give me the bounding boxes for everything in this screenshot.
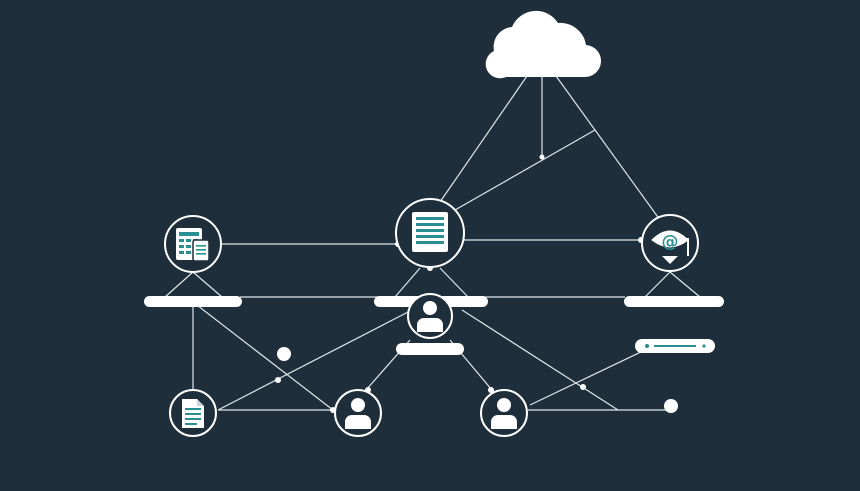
dot-junction-1 xyxy=(539,154,545,160)
node-document-center xyxy=(395,198,465,268)
edge-cloud-doc xyxy=(439,75,528,203)
bars xyxy=(144,296,724,355)
bar-left xyxy=(144,296,242,307)
node-user-top xyxy=(407,293,453,339)
node-user-bottom-right xyxy=(480,389,528,437)
edge-cloud-email xyxy=(555,75,661,221)
edge-sheet-bar-r xyxy=(192,271,223,298)
node-file-bottom xyxy=(169,389,217,437)
user-icon xyxy=(491,398,517,429)
cloud-icon xyxy=(485,10,602,79)
user-icon xyxy=(345,398,371,429)
node-user-bottom-left xyxy=(334,389,382,437)
edge-sheet-junction xyxy=(192,301,334,411)
edge-junction-doc xyxy=(454,129,596,211)
spreadsheet-icon xyxy=(176,228,210,262)
dots xyxy=(275,154,678,413)
pill-status xyxy=(635,339,715,353)
bar-right xyxy=(624,296,724,307)
dot-right xyxy=(664,399,678,413)
pill-status-line xyxy=(654,345,696,347)
bar-under-user xyxy=(396,343,464,355)
dot-junction-8 xyxy=(488,387,494,393)
user-icon xyxy=(417,301,443,332)
dot-float xyxy=(277,347,291,361)
edge-email-bar-r xyxy=(669,271,701,298)
edge-email-bar-l xyxy=(644,271,671,298)
email-at-symbol: @ xyxy=(662,232,679,252)
dot-junction-5 xyxy=(275,377,281,383)
email-at-icon: @ xyxy=(651,230,689,264)
edge-file-junction xyxy=(217,311,409,411)
edge-center-right xyxy=(461,309,619,411)
edge-sheet-bar-l xyxy=(164,271,194,298)
dot-junction-9 xyxy=(580,384,586,390)
edge-userR-pill xyxy=(529,349,646,406)
pill-status-dot-1 xyxy=(645,344,649,348)
node-email: @ xyxy=(641,214,699,272)
edge-doc-bar-l xyxy=(394,267,421,298)
document-icon xyxy=(412,212,448,252)
file-icon xyxy=(182,399,204,428)
edge-doc-bar-r xyxy=(439,267,469,298)
node-spreadsheet xyxy=(164,215,222,273)
pill-status-dot-2 xyxy=(702,344,706,348)
